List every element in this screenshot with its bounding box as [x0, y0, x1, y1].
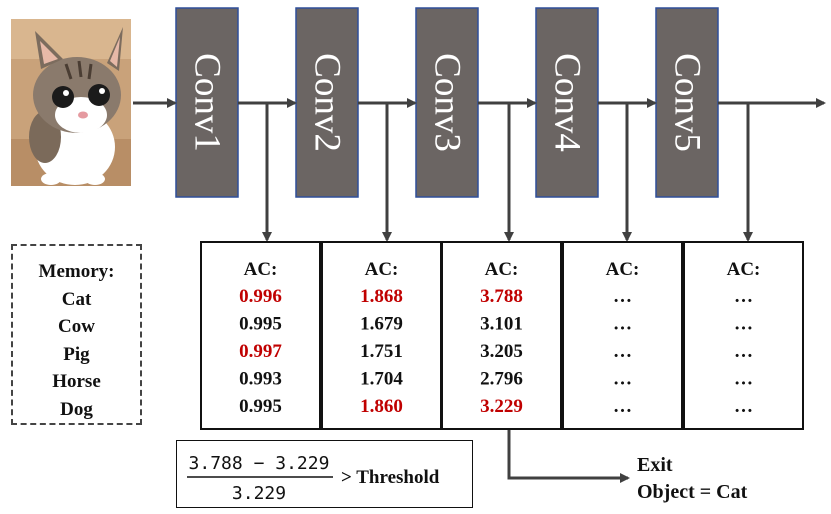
ac-panel-frame	[562, 241, 683, 430]
conv-block-rect	[655, 7, 719, 198]
memory-item-dog: Dog	[60, 398, 93, 420]
ac-panels: AC: 0.996 0.995 0.997 0.993 0.995 AC: 1.868 1.67…	[200, 241, 804, 430]
ac-panel-3: AC: 3.788 3.101 3.205 2.796 3.229	[441, 241, 562, 430]
cat-input-image	[11, 19, 131, 186]
ac-value: 1.704	[360, 369, 403, 390]
memory-item-cat: Cat	[61, 288, 92, 310]
ac-value: 0.995	[239, 314, 282, 335]
memory-item-pig: Pig	[63, 343, 90, 365]
ac-panel-5: AC: … … … … …	[683, 241, 804, 430]
ac-label: AC:	[727, 259, 761, 280]
ac-value: …	[734, 369, 753, 390]
threshold-formula-box: 3.788 − 3.229 3.229 > Threshold	[176, 440, 473, 508]
cat-illustration	[11, 19, 131, 186]
threshold-formula: 3.788 − 3.229 3.229 > Threshold	[187, 453, 440, 504]
arrows	[133, 98, 826, 483]
ac-value: …	[734, 286, 753, 307]
ac-panel-frame	[441, 241, 562, 430]
ac-panel-4: AC: … … … … …	[562, 241, 683, 430]
ac-label: AC:	[244, 259, 278, 280]
memory-title: Memory:	[38, 261, 115, 282]
ac-panel-frame	[683, 241, 804, 430]
exit-object-label: Object = Cat	[637, 481, 748, 503]
conv-label: Conv3	[427, 53, 468, 152]
ac-value: 0.993	[239, 369, 282, 390]
ac-value: 2.796	[480, 369, 523, 390]
ac-value: …	[613, 396, 632, 417]
conv-block-1: Conv1	[175, 7, 239, 198]
ac-label: AC:	[365, 259, 399, 280]
exit-result: Exit Object = Cat	[637, 452, 747, 506]
ac-value: 1.679	[360, 314, 403, 335]
conv-label: Conv1	[187, 53, 228, 152]
ac-value: …	[734, 341, 753, 362]
conv-block-5: Conv5	[655, 7, 719, 198]
ac-value: …	[734, 396, 753, 417]
conv-block-3: Conv3	[415, 7, 479, 198]
ac-value-highlighted: 1.868	[360, 286, 403, 307]
memory-box: Memory: Cat Cow Pig Horse Dog	[11, 244, 142, 425]
conv-label: Conv2	[307, 53, 348, 152]
ac-value: …	[613, 286, 632, 307]
ac-panel-frame	[200, 241, 321, 430]
ac-value-highlighted: 0.997	[239, 341, 282, 362]
ac-value: …	[613, 369, 632, 390]
formula-comparison: > Threshold	[341, 467, 440, 488]
formula-numerator: 3.788 − 3.229	[189, 453, 330, 474]
memory-item-horse: Horse	[52, 371, 101, 392]
conv-block-rect	[295, 7, 359, 198]
ac-value-highlighted: 3.788	[480, 286, 523, 307]
ac-panel-frame	[321, 241, 442, 430]
memory-item-cow: Cow	[58, 316, 95, 337]
formula-denominator: 3.229	[232, 483, 286, 504]
ac-value: 3.101	[480, 314, 523, 335]
exit-arrow	[507, 429, 630, 483]
ac-panel-1: AC: 0.996 0.995 0.997 0.993 0.995	[200, 241, 321, 430]
ac-value: 0.995	[239, 396, 282, 417]
ac-value-highlighted: 0.996	[239, 286, 282, 307]
ac-value-highlighted: 3.229	[480, 396, 523, 417]
conv-label: Conv4	[547, 53, 588, 152]
ac-label: AC:	[485, 259, 519, 280]
exit-label: Exit	[637, 454, 673, 476]
conv-block-4: Conv4	[535, 7, 599, 198]
ac-value: …	[734, 314, 753, 335]
ac-value: …	[613, 314, 632, 335]
ac-value: 1.751	[360, 341, 403, 362]
conv-layers: Conv1 Conv2 Conv3 Conv4 Conv5	[175, 7, 719, 198]
ac-panel-2: AC: 1.868 1.679 1.751 1.704 1.860	[321, 241, 442, 430]
ac-value-highlighted: 1.860	[360, 396, 403, 417]
conv-block-2: Conv2	[295, 7, 359, 198]
conv-label: Conv5	[667, 53, 708, 152]
ac-label: AC:	[606, 259, 640, 280]
ac-value: 3.205	[480, 341, 523, 362]
ac-value: …	[613, 341, 632, 362]
